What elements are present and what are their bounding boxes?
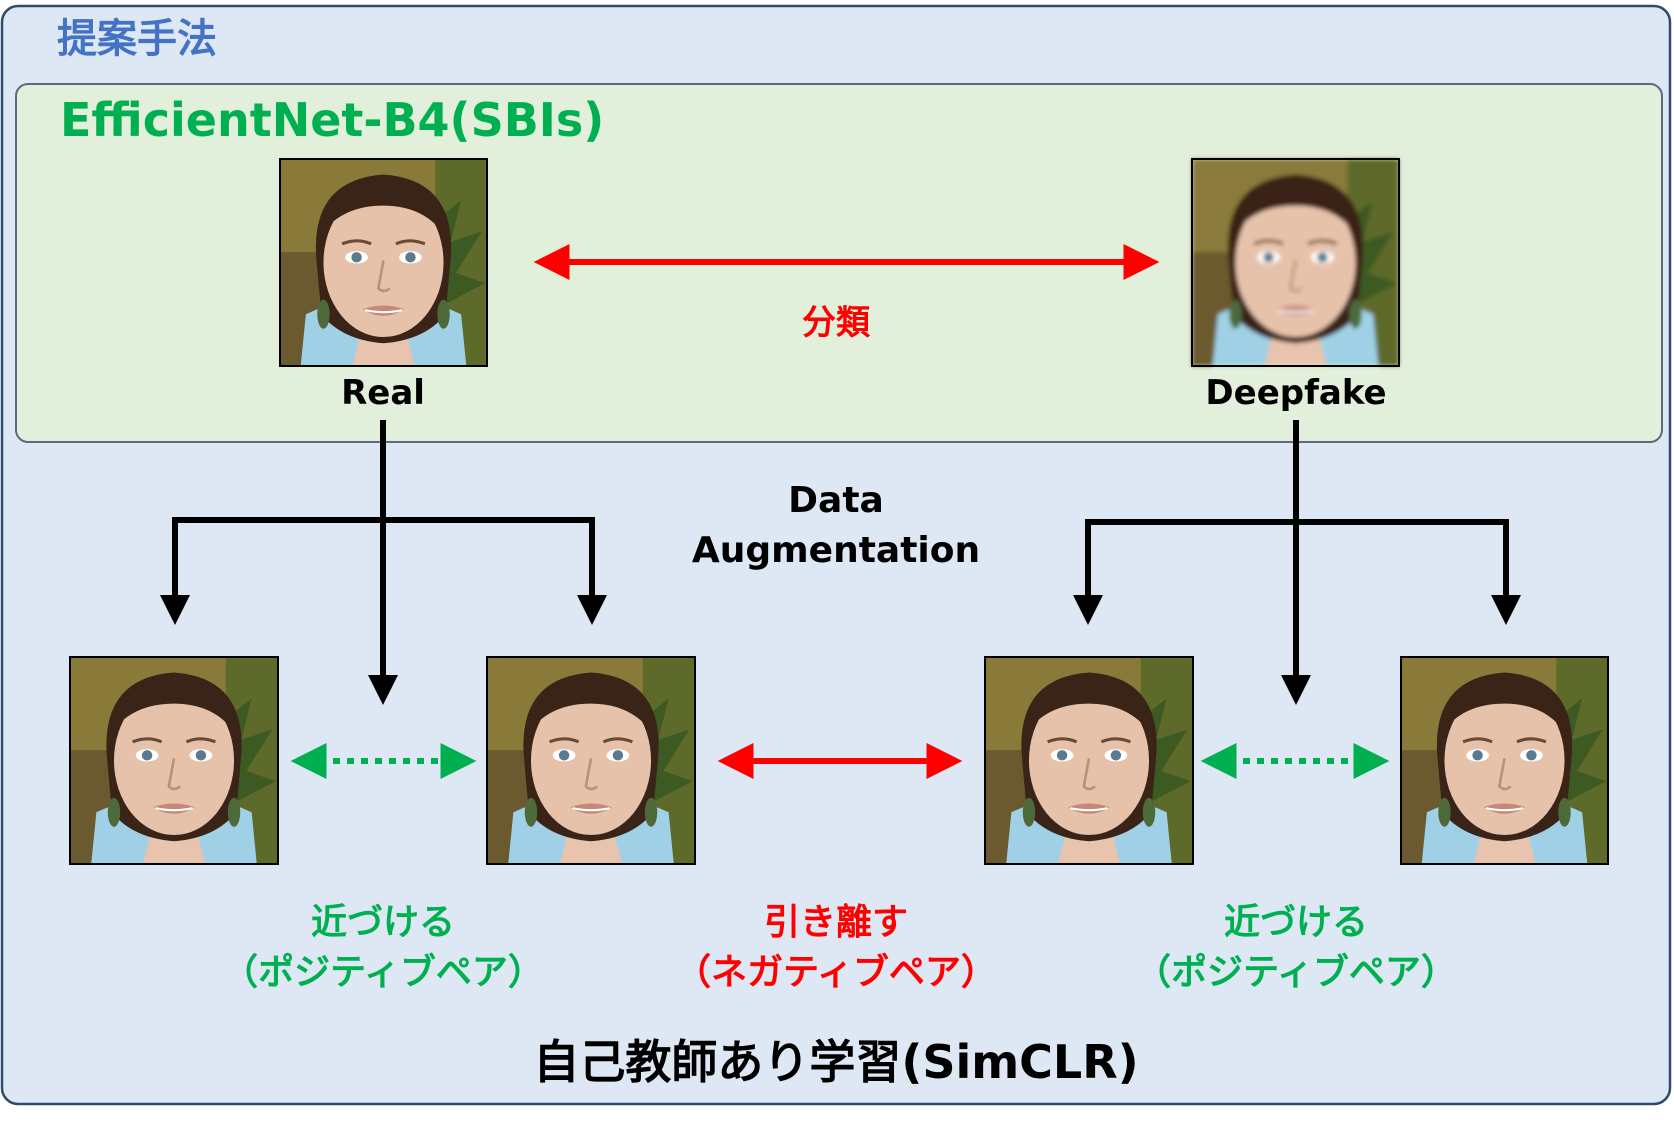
aug-real-image-1 xyxy=(69,656,279,865)
pull-right-label-line1: 近づける xyxy=(1224,902,1368,943)
augmentation-label-line1: Data xyxy=(788,480,884,521)
aug-real-image-2 xyxy=(486,656,696,865)
deepfake-label: Deepfake xyxy=(1205,373,1386,413)
pull-right-label-line2: （ポジティブペア） xyxy=(1135,951,1457,993)
push-label-line2: （ネガティブペア） xyxy=(675,951,997,993)
augmentation-label-line2: Augmentation xyxy=(692,530,980,571)
deepfake-branch-arrows xyxy=(1073,420,1521,705)
aug-deepfake-image-2 xyxy=(1400,656,1609,865)
real-image xyxy=(279,158,488,367)
push-label-line1: 引き離す xyxy=(764,902,908,943)
real-label: Real xyxy=(341,373,425,413)
inner-title: EfficientNet-B4(SBIs) xyxy=(60,93,604,147)
pull-left-label-line2: （ポジティブペア） xyxy=(222,951,544,993)
outer-title: 提案手法 xyxy=(57,16,217,62)
real-branch-arrows xyxy=(160,420,607,705)
bottom-title: 自己教師あり学習(SimCLR) xyxy=(533,1035,1138,1089)
pull-left-label-line1: 近づける xyxy=(311,902,455,943)
aug-deepfake-image-1 xyxy=(984,656,1194,865)
deepfake-image xyxy=(1191,158,1400,367)
classification-label: 分類 xyxy=(802,303,871,343)
